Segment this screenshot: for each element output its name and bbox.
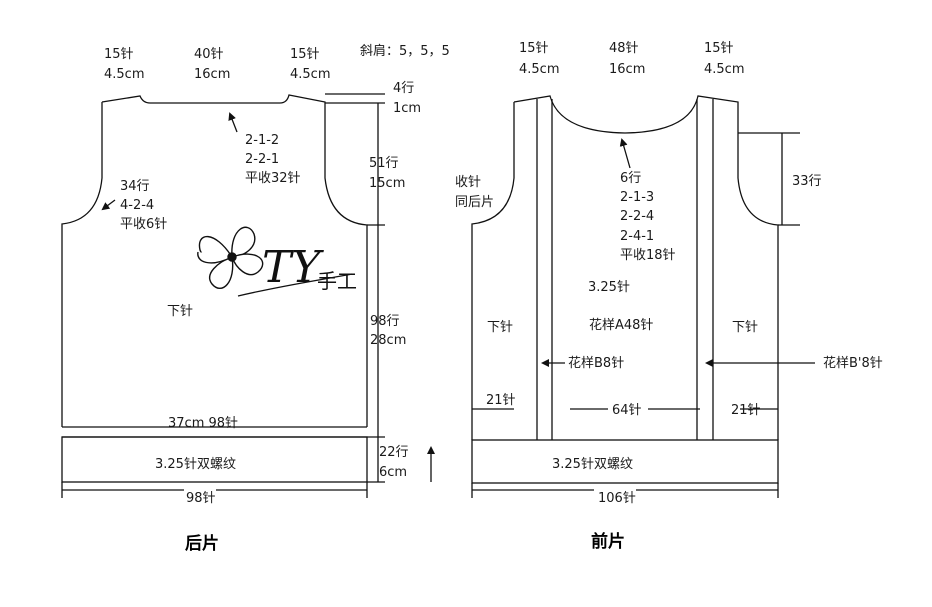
back-neck-rows: 4行 — [393, 81, 414, 96]
flower-icon — [197, 226, 264, 290]
front-side-left-sts: 21针 — [486, 393, 516, 408]
back-top-right-sts: 15针 — [290, 47, 320, 62]
front-rib-band — [471, 439, 779, 484]
back-arm-rows: 51行 — [369, 156, 399, 171]
front-neck-dec-4: 2-4-1 — [620, 229, 654, 244]
front-pattern-a: 花样A48针 — [589, 317, 653, 333]
front-top-mid-cm: 16cm — [609, 62, 645, 77]
back-top-mid-cm: 16cm — [194, 67, 230, 82]
back-rib-label: 3.25针双螺纹 — [155, 457, 236, 472]
back-neck-cm: 1cm — [393, 101, 421, 116]
back-body-cm: 28cm — [370, 333, 406, 348]
front-outline — [471, 95, 779, 440]
front-pattern-b2: 花样B'8针 — [823, 355, 883, 371]
front-neck-dec-1: 6行 — [620, 171, 641, 186]
back-top-left-cm: 4.5cm — [104, 67, 145, 82]
front-neck-dec-5: 平收18针 — [620, 248, 676, 263]
front-piece-title: 前片 — [591, 531, 625, 552]
back-rib-cm: 6cm — [379, 465, 407, 480]
back-arm-dec-3: 平收6针 — [120, 217, 167, 232]
front-piece: 15针 4.5cm 48针 16cm 15针 4.5cm 收针 同后片 33行 … — [455, 41, 883, 552]
front-rib-label: 3.25针双螺纹 — [552, 457, 633, 472]
front-side-right-sts: 21针 — [731, 403, 761, 418]
front-neck-dec-2: 2-1-3 — [620, 190, 654, 205]
front-arm-note-2: 同后片 — [455, 195, 494, 210]
back-rib-band — [61, 436, 368, 483]
front-top-left-cm: 4.5cm — [519, 62, 560, 77]
back-top-left-sts: 15针 — [104, 47, 134, 62]
front-top-mid-sts: 48针 — [609, 41, 639, 56]
front-pattern-b: 花样B8针 — [568, 355, 624, 371]
back-arm-arrow — [101, 199, 116, 211]
front-top-right-cm: 4.5cm — [704, 62, 745, 77]
back-neck-dec-2: 2-2-1 — [245, 152, 279, 167]
back-piece: 15针 4.5cm 40针 16cm 15针 4.5cm 斜肩：5，5，5 4行… — [61, 43, 450, 554]
front-stitch-left: 下针 — [487, 320, 513, 335]
back-body-rows: 98行 — [370, 314, 400, 329]
back-arm-cm: 15cm — [369, 176, 405, 191]
front-neck-rows: 33行 — [792, 174, 822, 189]
back-stitch-label: 下针 — [167, 304, 193, 319]
back-arm-dec-2: 4-2-4 — [120, 198, 154, 213]
front-neck-dec-3: 2-2-4 — [620, 209, 654, 224]
back-width-label: 37cm 98针 — [168, 416, 238, 431]
back-piece-title: 后片 — [185, 533, 219, 554]
front-arm-note-1: 收针 — [455, 175, 481, 190]
front-top-left-sts: 15针 — [519, 41, 549, 56]
back-top-right-cm: 4.5cm — [290, 67, 331, 82]
back-neck-dec-3: 平收32针 — [245, 171, 301, 186]
logo-swoosh — [237, 273, 353, 297]
front-bottom-sts: 106针 — [598, 491, 636, 506]
logo: TY 手工 — [197, 226, 357, 297]
logo-text: 手工 — [317, 269, 357, 293]
back-bottom-sts: 98针 — [186, 491, 216, 506]
back-rib-rows: 22行 — [379, 445, 409, 460]
back-neck-arrow — [228, 112, 238, 133]
back-top-mid-sts: 40针 — [194, 47, 224, 62]
logo-initials: TY — [262, 242, 324, 293]
back-neck-dec-1: 2-1-2 — [245, 133, 279, 148]
front-neck-arrow — [619, 138, 631, 169]
front-needle-size: 3.25针 — [588, 280, 630, 295]
front-top-right-sts: 15针 — [704, 41, 734, 56]
back-outline — [61, 94, 368, 427]
front-stitch-right: 下针 — [732, 320, 758, 335]
front-center-sts: 64针 — [612, 403, 642, 418]
slope-shoulder-note: 斜肩：5，5，5 — [360, 43, 450, 59]
back-arm-dec-1: 34行 — [120, 179, 150, 194]
